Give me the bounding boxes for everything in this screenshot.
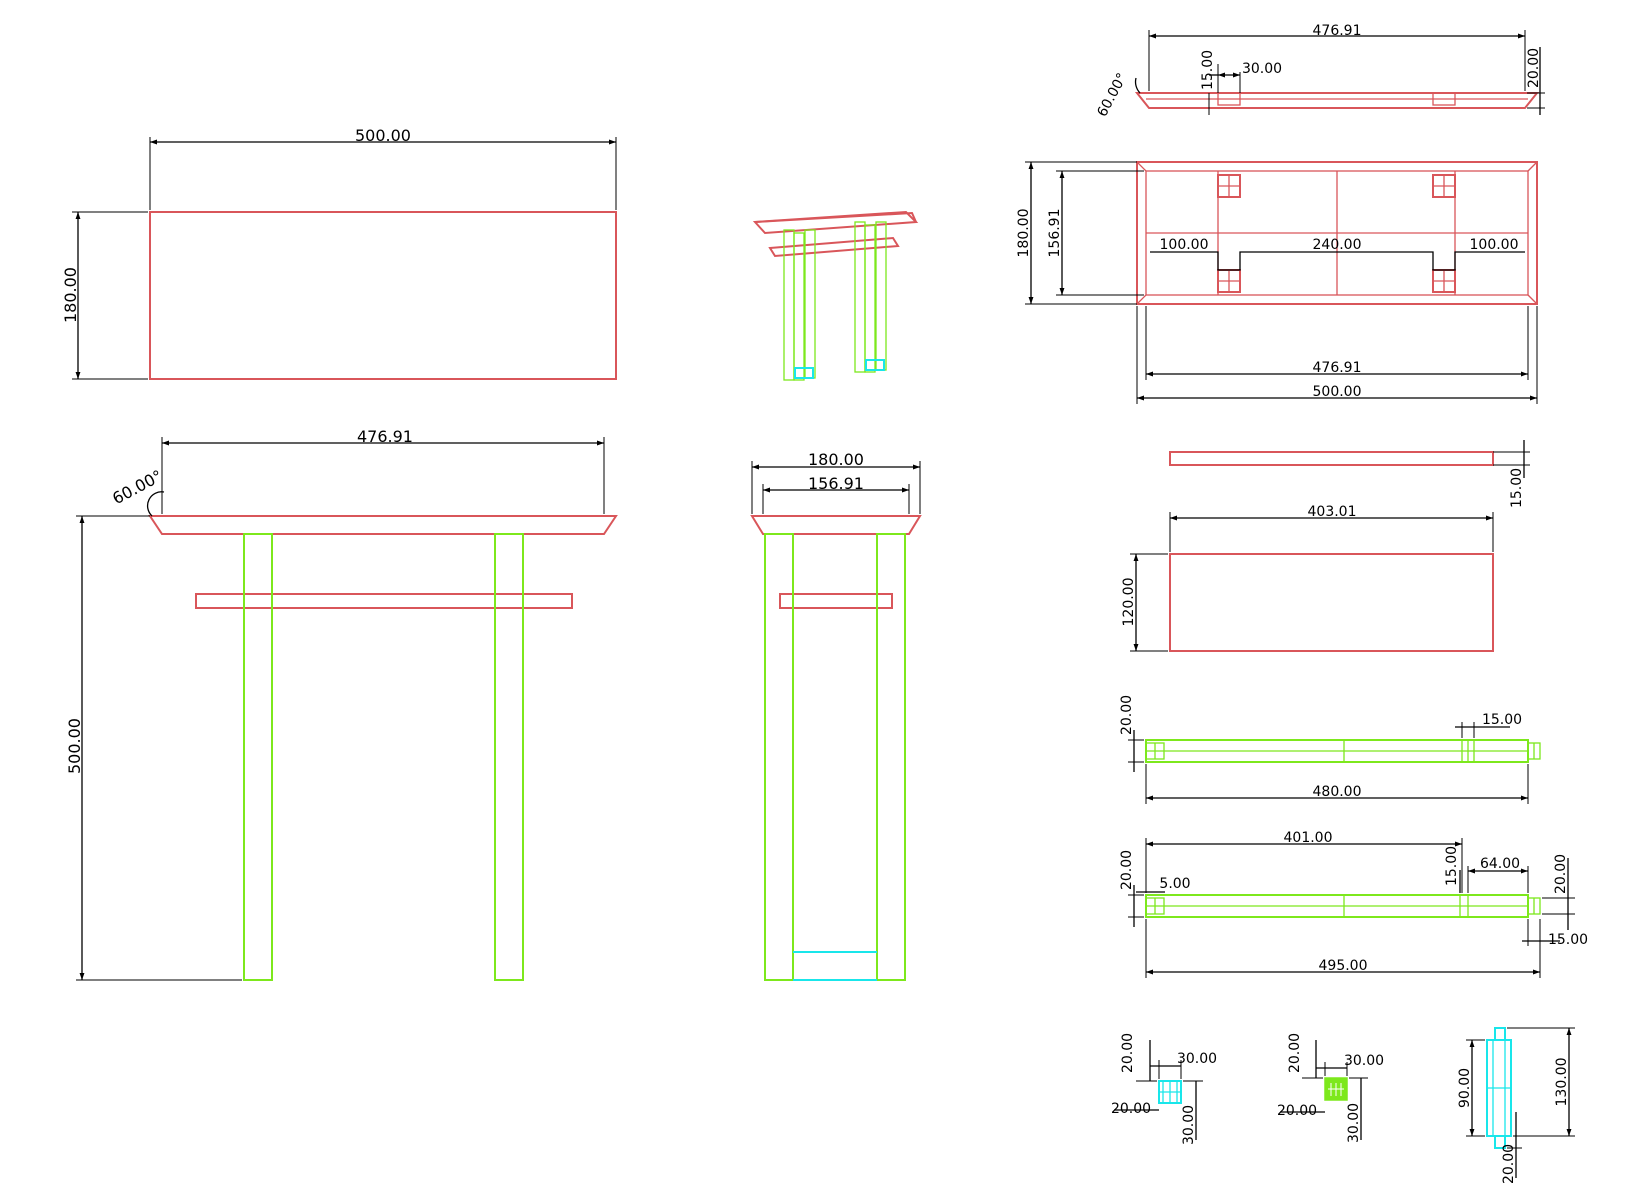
detail-3-base-label: 20.00	[1501, 1144, 1517, 1184]
rail-b-gap-label: 15.00	[1444, 846, 1460, 886]
tie-beam-thickness-label: 15.00	[1509, 468, 1525, 508]
tbp-inner-length-label: 476.91	[1313, 360, 1362, 376]
iso-base-right	[865, 359, 885, 371]
rail-b-offset-label: 5.00	[1159, 876, 1190, 892]
rail-b-end-gap-label: 15.00	[1548, 932, 1588, 948]
detail-1-depth-label: 30.00	[1181, 1105, 1197, 1145]
iso-post-right-c	[875, 221, 887, 371]
tbf-length-label: 476.91	[1313, 23, 1362, 39]
joint-detail-3: 90.00 130.00 20.00	[1457, 1027, 1575, 1184]
iso-base-left	[794, 367, 814, 379]
iso-tie-beam	[768, 236, 900, 258]
detail-3-inner-label: 90.00	[1457, 1068, 1473, 1108]
iso-post-left-a	[783, 229, 795, 381]
tbf-height-label: 20.00	[1526, 48, 1542, 88]
front-post-left	[243, 533, 273, 981]
detail-3-tenon-bottom	[1494, 1135, 1506, 1149]
rail-b-notch	[1459, 894, 1469, 918]
iso-post-right-a	[854, 221, 866, 373]
front-tie-beam	[195, 593, 573, 609]
top-beam-front-detail: 476.91 15.00 30.00 20.00 60.00°	[1094, 23, 1545, 120]
tbf-slot-left	[1217, 92, 1241, 106]
rail-b-length-label: 495.00	[1319, 958, 1368, 974]
tbf-thickness-label: 15.00	[1200, 50, 1216, 90]
top-beam-plan-detail: 100.00 240.00 100.00 180.00 156.91 476.9…	[1016, 161, 1538, 404]
plan-depth-label: 180.00	[61, 267, 80, 323]
plan-view: 500.00 180.00	[61, 126, 617, 380]
tbp-outer	[1136, 161, 1538, 305]
isometric-view	[752, 210, 919, 381]
front-angle-arc	[146, 491, 165, 517]
tbp-inner-depth-label: 156.91	[1047, 209, 1063, 258]
tbf-angle-label: 60.00°	[1094, 71, 1130, 120]
tbp-left-label: 100.00	[1160, 237, 1209, 253]
rail-a-gap-label: 15.00	[1482, 712, 1522, 728]
side-post-right	[876, 533, 906, 981]
side-post-left	[764, 533, 794, 981]
plan-outline	[149, 211, 617, 380]
side-top-beam	[750, 515, 922, 535]
rail-a-detail: 20.00 15.00 480.00	[1119, 695, 1541, 804]
rail-b-end-label: 64.00	[1480, 856, 1520, 872]
front-top-width-label: 476.91	[357, 427, 413, 446]
rail-a-height-label: 20.00	[1119, 695, 1135, 735]
rail-a-length-label: 480.00	[1313, 784, 1362, 800]
tie-beam-front	[1169, 451, 1494, 466]
iso-post-right-b	[864, 224, 876, 373]
front-height-label: 500.00	[65, 718, 84, 774]
tbf-slot-right	[1432, 92, 1456, 106]
tbf-angle-arc	[1134, 77, 1141, 94]
detail-3-tenon-top	[1494, 1027, 1506, 1041]
tbp-right-label: 100.00	[1470, 237, 1519, 253]
tbp-outer-length-label: 500.00	[1313, 384, 1362, 400]
tie-beam-plan	[1169, 553, 1494, 652]
joint-detail-2: 20.00 30.00 20.00 30.00	[1277, 1033, 1384, 1143]
tie-beam-width-label: 120.00	[1121, 578, 1137, 627]
detail-1-left-label: 20.00	[1111, 1101, 1151, 1117]
front-elevation: 476.91 60.00° 500.00	[65, 427, 618, 981]
rail-b-top-length-label: 401.00	[1284, 830, 1333, 846]
side-outer-width-label: 180.00	[808, 450, 864, 469]
detail-2-width-label: 30.00	[1344, 1053, 1384, 1069]
side-tie-beam	[779, 593, 893, 609]
side-elevation: 180.00 156.91	[750, 450, 922, 981]
detail-1-width-label: 30.00	[1177, 1051, 1217, 1067]
rail-b-detail: 401.00 20.00 5.00 15.00 64.00 20.00 15.0…	[1119, 830, 1588, 978]
tbp-middle-label: 240.00	[1313, 237, 1362, 253]
detail-2-depth-label: 30.00	[1346, 1103, 1362, 1143]
tbf-beam	[1134, 92, 1540, 109]
detail-1-height-label: 20.00	[1120, 1033, 1136, 1073]
rail-b-left-height-label: 20.00	[1119, 850, 1135, 890]
iso-top-beam-top	[754, 211, 917, 223]
tie-beam-length-label: 403.01	[1308, 504, 1357, 520]
front-post-right	[494, 533, 524, 981]
joint-detail-1: 20.00 30.00 20.00 30.00	[1111, 1033, 1217, 1145]
tbp-segment-dimension	[1150, 251, 1525, 271]
plan-width-label: 500.00	[355, 126, 411, 145]
front-angle-label: 60.00°	[109, 466, 165, 508]
rail-b-right-height-label: 20.00	[1553, 854, 1569, 894]
side-inner-width-label: 156.91	[808, 474, 864, 493]
detail-2-height-label: 20.00	[1287, 1033, 1303, 1073]
tbp-outer-depth-label: 180.00	[1016, 209, 1032, 258]
tbf-slot-label: 30.00	[1242, 61, 1282, 77]
iso-post-left-b	[793, 232, 805, 381]
tie-beam-detail: 15.00 403.01 120.00	[1121, 440, 1530, 652]
front-top-beam	[148, 515, 618, 535]
detail-3-outer-label: 130.00	[1554, 1058, 1570, 1107]
detail-2-left-label: 20.00	[1277, 1103, 1317, 1119]
